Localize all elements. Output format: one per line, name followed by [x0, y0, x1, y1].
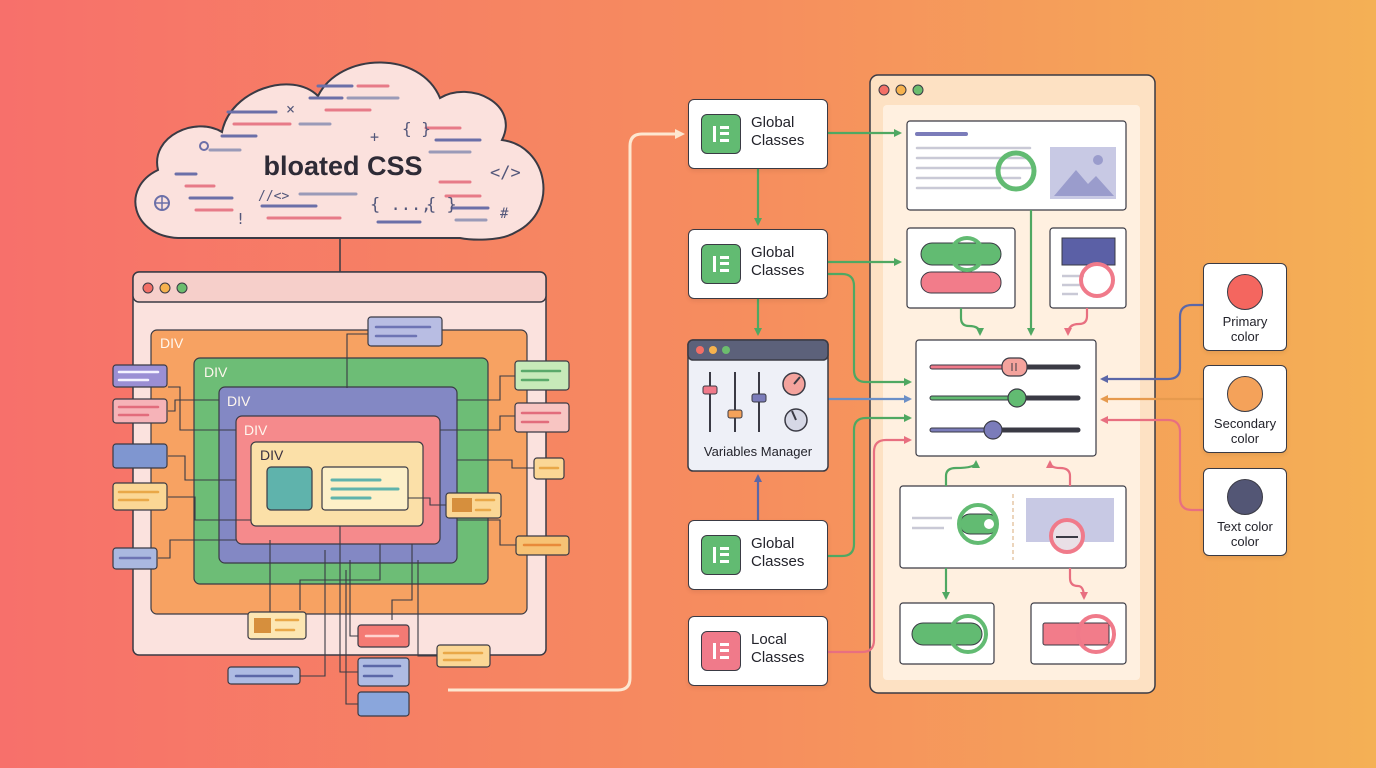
bloated-browser-window: DIV DIV DIV DIV DIV: [132, 271, 547, 656]
bloated-css-cloud: bloated CSS { } </> { ..., { } //<> × + …: [134, 61, 545, 241]
cloud-glyph: +: [370, 128, 379, 146]
cloud-glyph: #: [500, 206, 509, 222]
cloud-glyph: !: [236, 210, 245, 228]
variables-manager-window[interactable]: Variables Manager: [687, 339, 829, 472]
elementor-icon: [701, 535, 741, 575]
color-label: Primary color: [1222, 314, 1268, 344]
flow-arrows: [754, 129, 1204, 654]
secondary-color-swatch: [1227, 376, 1263, 412]
global-classes-card-1[interactable]: Global Classes: [688, 99, 828, 169]
color-label: Text color color: [1217, 519, 1273, 549]
elementor-icon: [701, 114, 741, 154]
chip-lines: [117, 325, 562, 678]
elementor-icon: [701, 631, 741, 671]
primary-color-swatch: [1227, 274, 1263, 310]
div-label: DIV: [244, 422, 268, 438]
class-card-label: Global Classes: [751, 114, 805, 149]
text-color-card[interactable]: Text color color: [1203, 468, 1287, 556]
global-classes-card-2[interactable]: Global Classes: [688, 229, 828, 299]
color-label: Secondary color: [1213, 416, 1277, 446]
cloud-glyph: </>: [490, 163, 521, 183]
class-card-label: Global Classes: [751, 244, 805, 279]
clean-browser-window: [869, 74, 1156, 694]
primary-color-card[interactable]: Primary color: [1203, 263, 1287, 351]
cloud-glyph: { }: [402, 119, 431, 138]
cloud-glyph: { }: [426, 195, 457, 215]
cloud-title: bloated CSS: [263, 151, 422, 181]
refactor-arrow: [448, 129, 685, 692]
div-label: DIV: [204, 364, 228, 380]
div-label: DIV: [260, 447, 284, 463]
class-card-label: Local Classes: [751, 631, 805, 666]
secondary-color-card[interactable]: Secondary color: [1203, 365, 1287, 453]
global-classes-card-3[interactable]: Global Classes: [688, 520, 828, 590]
cloud-glyph: //<>: [258, 189, 289, 204]
text-color-swatch: [1227, 479, 1263, 515]
elementor-icon: [701, 244, 741, 284]
div-label: DIV: [160, 335, 184, 351]
variables-manager-label: Variables Manager: [704, 444, 813, 459]
cloud-glyph: ×: [286, 100, 295, 118]
class-card-label: Global Classes: [751, 535, 805, 570]
div-label: DIV: [227, 393, 251, 409]
local-classes-card[interactable]: Local Classes: [688, 616, 828, 686]
cloud-glyph: { ...,: [370, 195, 431, 215]
